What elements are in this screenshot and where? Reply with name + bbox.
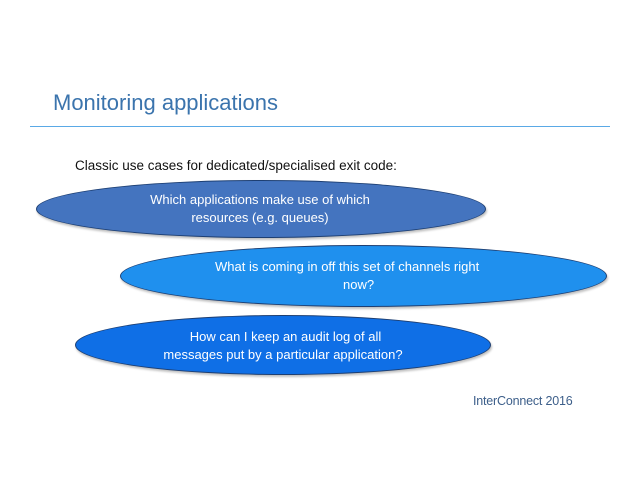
slide-title: Monitoring applications [53, 90, 279, 115]
interconnect-logo-text: InterConnect 2016 [473, 394, 573, 408]
use-case-text-3: How can I keep an audit log of all messa… [0, 328, 566, 364]
use-case-bubble-2 [120, 245, 607, 307]
use-case-text-1: Which applications make use of which res… [0, 191, 520, 227]
use-case-2-line-2: now? [343, 277, 375, 292]
use-case-1-line-2: resources (e.g. queues) [191, 210, 329, 225]
use-case-bubble-3 [75, 315, 491, 375]
use-case-3-line-2: messages put by a particular application… [163, 347, 403, 362]
use-case-text-2: What is coming in off this set of channe… [215, 258, 479, 294]
use-case-1-line-1: Which applications make use of which [150, 192, 370, 207]
use-case-2-line-1: What is coming in off this set of channe… [215, 259, 480, 274]
use-case-bubble-1 [36, 180, 486, 238]
use-case-3-line-1: How can I keep an audit log of all [189, 329, 382, 344]
intro-text: Classic use cases for dedicated/speciali… [75, 158, 397, 173]
title-divider [30, 126, 610, 127]
